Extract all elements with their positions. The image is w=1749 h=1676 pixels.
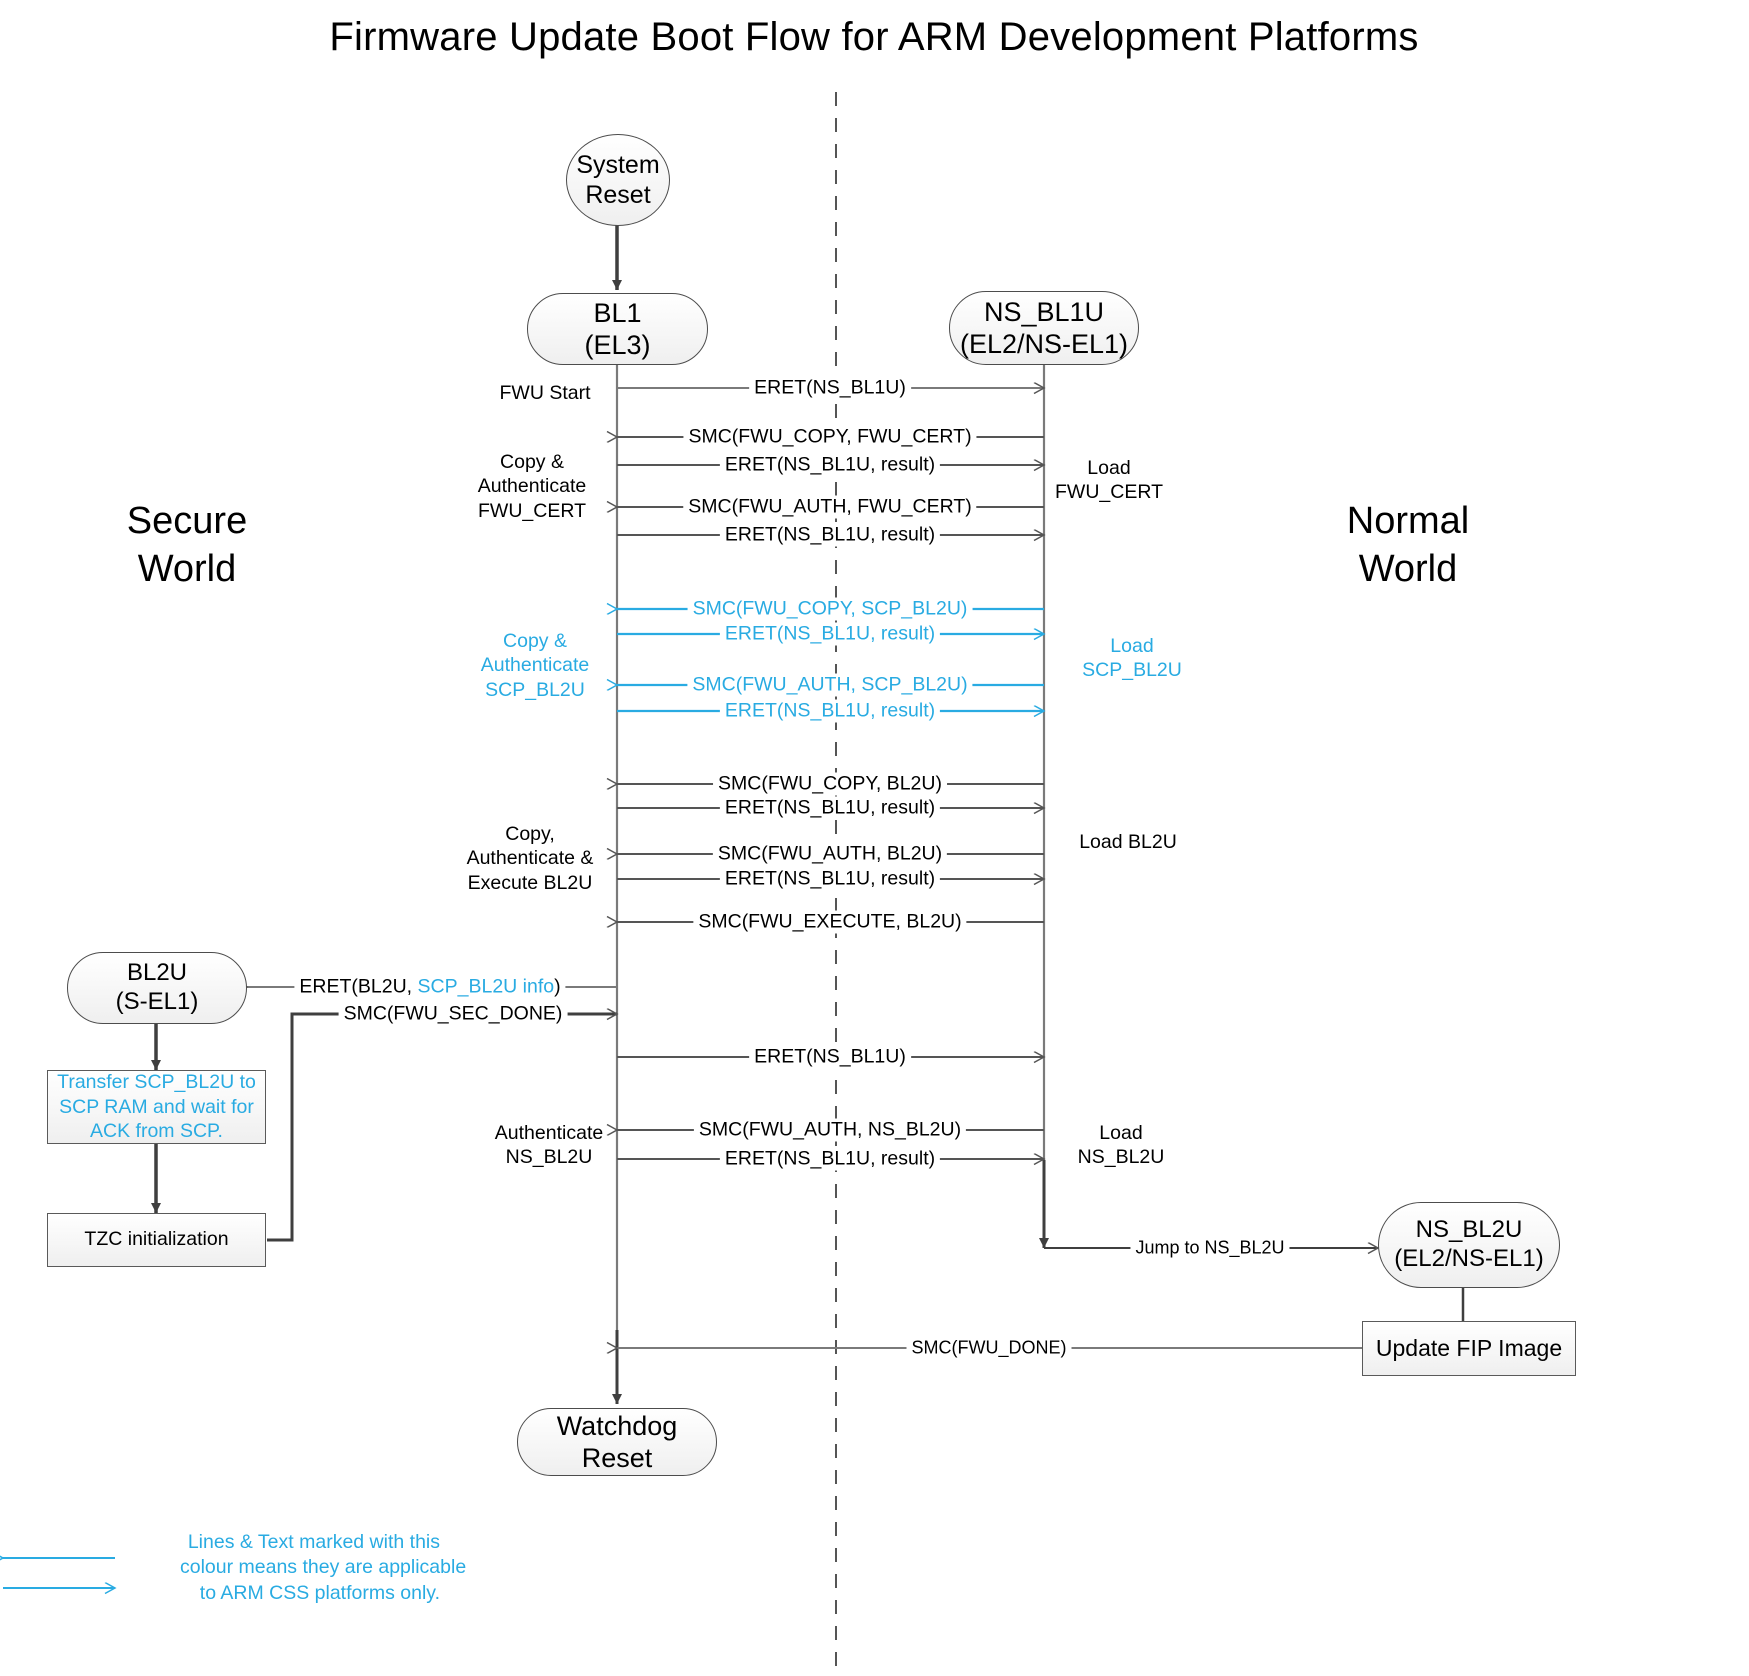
msg-label-m4: SMC(FWU_AUTH, FWU_CERT) — [683, 495, 977, 519]
ns-bl1u-line2: (EL2/NS-EL1) — [959, 329, 1129, 359]
node-bl2u[interactable]: BL2U(S-EL1) — [67, 952, 247, 1024]
msg-label-m17: ERET(NS_BL1U) — [749, 1045, 911, 1069]
eret-bl2u-prefix: ERET(BL2U, — [299, 975, 418, 998]
system-reset-line2: Reset — [585, 181, 651, 209]
watchdog-reset-label: Watchdog Reset — [556, 1410, 678, 1473]
node-update-fip-image: Update FIP Image — [1362, 1321, 1576, 1376]
tzc-init-label: TZC initialization — [84, 1228, 229, 1251]
msg-label-m2: SMC(FWU_COPY, FWU_CERT) — [683, 425, 977, 449]
bl1-line2: (EL3) — [584, 330, 651, 360]
copy-auth-cert-line2: Authenticate — [477, 475, 587, 498]
secure-world-line2: World — [137, 547, 237, 590]
ns-bl2u-line2: (EL2/NS-EL1) — [1394, 1245, 1544, 1272]
copy-auth-scp-line2: Authenticate — [480, 654, 590, 677]
msg-label-m13: ERET(NS_BL1U, result) — [719, 867, 941, 891]
copy-auth-exec-line3: Execute BL2U — [467, 871, 593, 894]
auth-ns-bl2u-line2: NS_BL2U — [505, 1146, 593, 1169]
bl1-line1: BL1 — [593, 297, 642, 328]
auth-ns-bl2u-line1: Authenticate — [494, 1122, 604, 1144]
ns-bl2u-line1: NS_BL2U — [1415, 1216, 1523, 1244]
load-fwu-cert-line2: FWU_CERT — [1055, 481, 1163, 504]
msg-label-m7: ERET(NS_BL1U, result) — [719, 622, 941, 646]
transfer-scp-line1: Transfer SCP_BL2U to — [57, 1071, 256, 1094]
msg-label-smc-sec-done: SMC(FWU_SEC_DONE) — [338, 1002, 568, 1026]
node-bl1[interactable]: BL1(EL3) — [527, 293, 708, 365]
side-label-load-bl2u: Load BL2U — [1079, 831, 1177, 853]
msg-label-m10: SMC(FWU_COPY, BL2U) — [713, 772, 947, 796]
eret-bl2u-blue-part: SCP_BL2U info — [417, 975, 555, 998]
msg-label-m12: SMC(FWU_AUTH, BL2U) — [712, 842, 948, 866]
legend-line1: Lines & Text marked with this — [187, 1531, 440, 1553]
page-title: Firmware Update Boot Flow for ARM Develo… — [329, 15, 1419, 59]
update-fip-label: Update FIP Image — [1375, 1334, 1563, 1361]
transfer-scp-line2: SCP RAM and wait for — [59, 1095, 254, 1118]
system-reset-line1: System — [576, 151, 660, 179]
load-ns-bl2u-line1: Load — [1099, 1122, 1143, 1144]
msg-label-m5: ERET(NS_BL1U, result) — [719, 523, 941, 547]
secure-world-line1: Secure — [126, 500, 248, 542]
msg-label-m14: SMC(FWU_EXECUTE, BL2U) — [693, 910, 967, 934]
copy-auth-cert-line3: FWU_CERT — [478, 499, 586, 522]
side-label-copy-auth-exec-bl2u: Copy,Authenticate &Execute BL2U — [467, 822, 594, 895]
transfer-scp-line3: ACK from SCP. — [90, 1120, 223, 1143]
msg-label-m21: SMC(FWU_DONE) — [906, 1337, 1072, 1359]
normal-world-line1: Normal — [1346, 500, 1470, 542]
msg-label-m3: ERET(NS_BL1U, result) — [719, 453, 941, 477]
copy-auth-exec-line2: Authenticate & — [466, 847, 594, 870]
msg-label-m20: Jump to NS_BL2U — [1130, 1237, 1290, 1259]
bl2u-line1: BL2U — [126, 959, 188, 987]
node-ns-bl2u[interactable]: NS_BL2U(EL2/NS-EL1) — [1378, 1202, 1560, 1288]
load-fwu-cert-line1: Load — [1087, 457, 1131, 479]
copy-auth-exec-line1: Copy, — [505, 823, 555, 845]
node-watchdog-reset[interactable]: Watchdog Reset — [517, 1408, 717, 1476]
msg-label-m1: ERET(NS_BL1U) — [749, 376, 911, 400]
msg-label-m8: SMC(FWU_AUTH, SCP_BL2U) — [687, 673, 973, 697]
msg-label-m19: ERET(NS_BL1U, result) — [719, 1147, 941, 1171]
msg-label-m18: SMC(FWU_AUTH, NS_BL2U) — [693, 1118, 967, 1142]
load-scp-bl2u-line1: Load — [1110, 635, 1154, 657]
legend-line3: to ARM CSS platforms only. — [199, 1581, 440, 1604]
legend-line2: colour means they are applicable — [180, 1556, 467, 1579]
msg-label-eret-bl2u-info: ERET(BL2U, SCP_BL2U info) — [294, 975, 566, 999]
node-tzc-initialization: TZC initialization — [47, 1213, 266, 1267]
ns-bl1u-line1: NS_BL1U — [983, 296, 1105, 327]
msg-label-m9: ERET(NS_BL1U, result) — [719, 699, 941, 723]
copy-auth-scp-line3: SCP_BL2U — [485, 678, 585, 701]
legend-text: Lines & Text marked with this colour mean… — [180, 1530, 466, 1606]
side-label-fwu-start: FWU Start — [499, 382, 591, 404]
eret-bl2u-suffix: ) — [554, 975, 561, 998]
copy-auth-cert-line1: Copy & — [500, 451, 564, 473]
normal-world-line2: World — [1358, 547, 1458, 590]
node-ns-bl1u[interactable]: NS_BL1U(EL2/NS-EL1) — [949, 291, 1139, 365]
msg-label-m11: ERET(NS_BL1U, result) — [719, 796, 941, 820]
copy-auth-scp-line1: Copy & — [503, 630, 567, 652]
load-ns-bl2u-line2: NS_BL2U — [1077, 1146, 1165, 1169]
load-scp-bl2u-line2: SCP_BL2U — [1082, 659, 1182, 682]
msg-label-m6: SMC(FWU_COPY, SCP_BL2U) — [687, 597, 973, 621]
bl2u-line2: (S-EL1) — [115, 988, 199, 1015]
